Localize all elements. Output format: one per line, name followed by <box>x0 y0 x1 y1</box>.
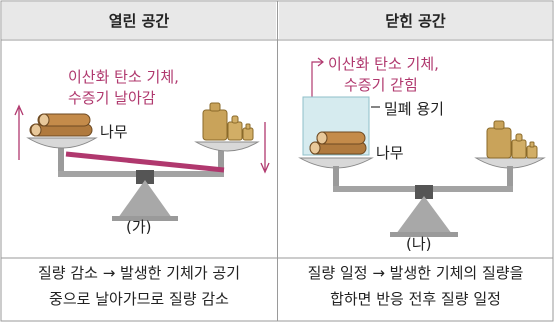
wood-label-right: 나무 <box>376 144 404 162</box>
scale-stand-right <box>333 166 513 237</box>
panel-label-na: (나) <box>406 235 432 253</box>
sealed-container-label: 밀폐 용기 <box>384 100 444 118</box>
weights-icon <box>202 102 254 141</box>
closed-space-caption: 질량 일정 → 발생한 기체의 질량을 합하면 반응 전후 질량 일정 <box>279 260 552 312</box>
gas-trapped-label-line2: 수증기 갇힘 <box>344 76 418 94</box>
header-closed-space: 닫힌 공간 <box>279 2 552 39</box>
panel-label-ga: (가) <box>126 218 152 236</box>
header-open-space: 열린 공간 <box>2 2 276 39</box>
gas-escape-label-line2: 수증기 날아감 <box>68 89 156 107</box>
open-space-caption-line1: 질량 감소 → 발생한 기체가 공기 <box>37 264 240 282</box>
wood-label-left: 나무 <box>100 123 128 141</box>
closed-space-caption-line1: 질량 일정 → 발생한 기체의 질량을 <box>307 264 524 282</box>
down-arrow-icon <box>260 122 270 174</box>
closed-space-caption-line2: 합하면 반응 전후 질량 일정 <box>330 290 501 308</box>
up-arrow-icon <box>14 104 24 160</box>
gas-escape-label-line1: 이산화 탄소 기체, <box>68 68 179 86</box>
wood-logs-icon-right <box>309 131 367 155</box>
open-space-caption-line2: 중으로 날아가므로 질량 감소 <box>49 290 229 308</box>
open-space-caption: 질량 감소 → 발생한 기체가 공기 중으로 날아가므로 질량 감소 <box>2 260 276 312</box>
callout-bracket-icon <box>311 57 324 97</box>
scale-stand <box>58 148 224 221</box>
gas-trapped-label-line1: 이산화 탄소 기체, <box>328 55 439 73</box>
weights-icon-right <box>486 120 538 159</box>
wood-logs-icon <box>29 113 93 137</box>
